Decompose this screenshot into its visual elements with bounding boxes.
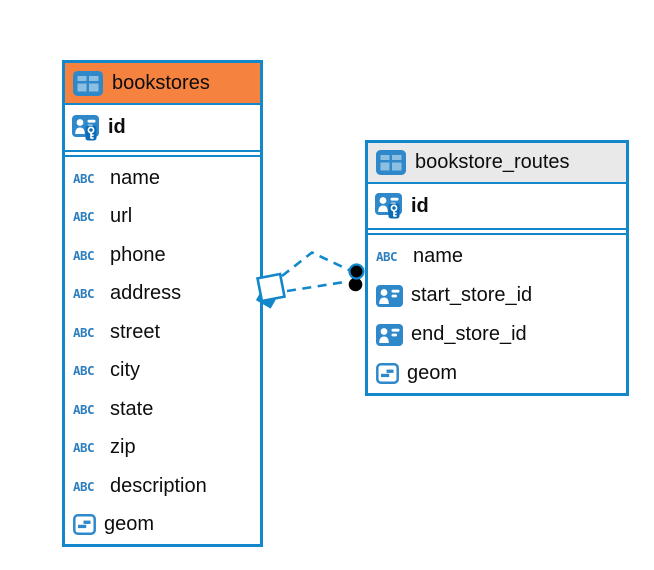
field-name: zip bbox=[110, 436, 136, 459]
field-row[interactable]: end_store_id bbox=[368, 315, 626, 354]
text-type-icon: ABC bbox=[376, 249, 398, 264]
primary-key-row[interactable]: id bbox=[368, 184, 626, 228]
field-row[interactable]: start_store_id bbox=[368, 276, 626, 315]
foreign-key-icon bbox=[376, 323, 403, 346]
table-header[interactable]: bookstore_routes bbox=[368, 143, 626, 184]
field-row[interactable]: ABC name bbox=[65, 159, 260, 198]
field-name: id bbox=[108, 116, 126, 138]
geometry-type-icon bbox=[73, 514, 96, 536]
text-type-icon: ABC bbox=[73, 286, 95, 302]
text-type-icon: ABC bbox=[73, 209, 95, 225]
field-name: name bbox=[110, 166, 161, 189]
field-name: name bbox=[413, 245, 464, 267]
field-name: description bbox=[110, 474, 207, 497]
relationship-target-marker[interactable] bbox=[348, 263, 365, 292]
section-divider bbox=[65, 150, 260, 157]
field-row[interactable]: geom bbox=[65, 506, 260, 545]
field-name: geom bbox=[104, 513, 155, 536]
fields-section: ABC name start_store_id end_store_id bbox=[368, 235, 626, 393]
table-bookstores[interactable]: bookstores id ABC name ABC url ABC ph bbox=[62, 60, 263, 547]
text-type-icon: ABC bbox=[73, 247, 95, 263]
field-name: state bbox=[110, 397, 154, 420]
field-name: geom bbox=[407, 362, 458, 384]
field-row[interactable]: ABC state bbox=[65, 390, 260, 429]
field-name: city bbox=[110, 359, 140, 382]
foreign-key-icon bbox=[376, 284, 403, 307]
field-name: street bbox=[110, 320, 161, 343]
field-row[interactable]: ABC street bbox=[65, 313, 260, 352]
field-row[interactable]: geom bbox=[368, 354, 626, 393]
text-type-icon: ABC bbox=[73, 324, 95, 340]
field-name: end_store_id bbox=[411, 323, 527, 345]
table-name: bookstores bbox=[112, 71, 210, 94]
text-type-icon: ABC bbox=[73, 170, 95, 186]
table-icon bbox=[376, 150, 406, 175]
field-row[interactable]: ABC city bbox=[65, 352, 260, 391]
geometry-type-icon bbox=[376, 363, 399, 384]
field-row[interactable]: ABC name bbox=[368, 237, 626, 276]
table-header[interactable]: bookstores bbox=[65, 63, 260, 105]
section-divider bbox=[368, 228, 626, 235]
text-type-icon: ABC bbox=[73, 363, 95, 379]
primary-key-icon bbox=[375, 193, 402, 219]
field-name: address bbox=[110, 282, 182, 305]
table-bookstore-routes[interactable]: bookstore_routes id ABC name bbox=[365, 140, 629, 396]
text-type-icon: ABC bbox=[73, 401, 95, 417]
field-row[interactable]: ABC address bbox=[65, 275, 260, 314]
field-row[interactable]: ABC description bbox=[65, 467, 260, 506]
text-type-icon: ABC bbox=[73, 440, 95, 456]
primary-key-row[interactable]: id bbox=[65, 105, 260, 150]
relationship-line[interactable] bbox=[281, 250, 351, 293]
field-name: id bbox=[411, 194, 429, 217]
field-row[interactable]: ABC zip bbox=[65, 429, 260, 468]
table-icon bbox=[73, 70, 103, 96]
table-name: bookstore_routes bbox=[415, 151, 570, 173]
field-name: start_store_id bbox=[411, 284, 533, 306]
text-type-icon: ABC bbox=[73, 478, 95, 494]
field-row[interactable]: ABC url bbox=[65, 198, 260, 237]
fields-section: ABC name ABC url ABC phone ABC address A… bbox=[65, 157, 260, 544]
primary-key-icon bbox=[72, 114, 99, 140]
field-row[interactable]: ABC phone bbox=[65, 236, 260, 275]
field-name: url bbox=[110, 205, 133, 228]
field-name: phone bbox=[110, 243, 166, 266]
